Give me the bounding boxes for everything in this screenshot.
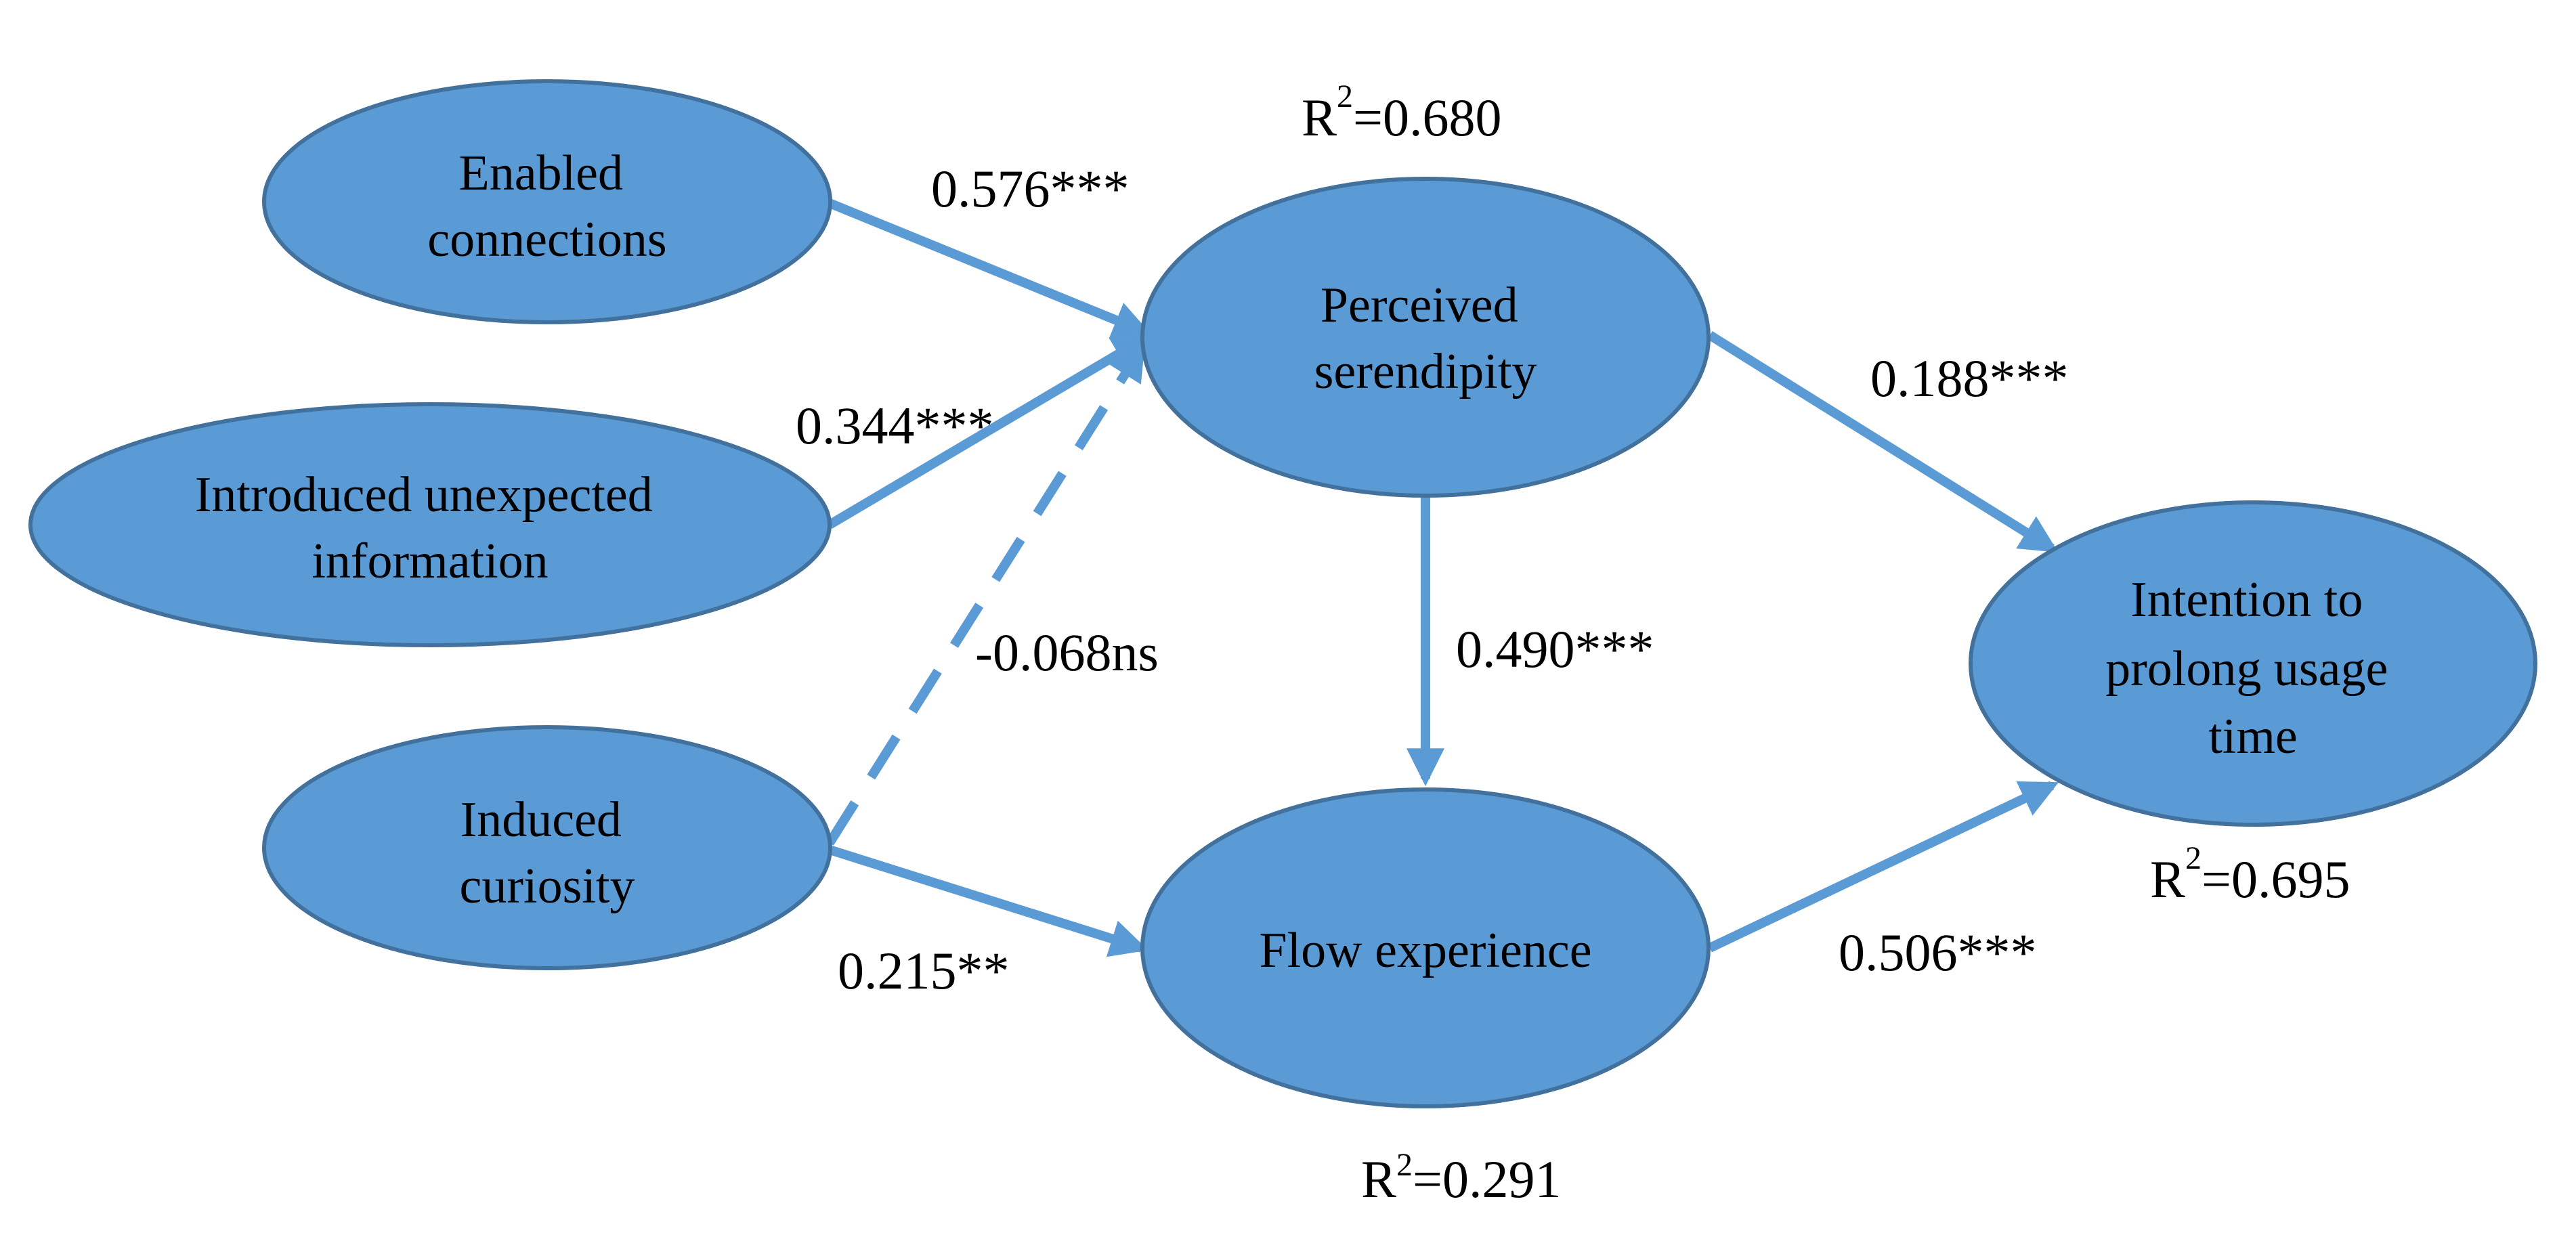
node-label-line: Induced <box>460 792 622 848</box>
r2-flow-experience: R2=0.291 <box>1361 1147 1562 1209</box>
svg-text:Flow experience: Flow experience <box>1259 923 1591 978</box>
node-induced-curiosity: Induced curiosity <box>262 725 832 970</box>
edge-label-ic-ps: -0.068ns <box>975 623 1159 682</box>
node-shape <box>28 402 832 647</box>
node-label-line: Intention to <box>2130 572 2363 628</box>
node-label-line: Enabled <box>459 146 623 201</box>
node-flow-experience: Flow experience <box>1140 787 1711 1108</box>
node-enabled-connections: Enabled connections <box>262 79 832 324</box>
edge-fe-ip <box>1707 781 2059 953</box>
node-label-line: Flow experience <box>1259 923 1591 978</box>
svg-text:Intention to prolong usa: Intention to prolong usage time <box>2105 572 2401 764</box>
node-label-line: time <box>2208 709 2298 764</box>
node-shape <box>262 725 832 970</box>
edge-label-fe-ip: 0.506*** <box>1839 923 2037 982</box>
node-shape <box>1969 500 2537 827</box>
edge-labels: 0.576*** 0.344*** -0.068ns 0.215** 0.490… <box>796 159 2069 1000</box>
edge-ec-ps <box>828 198 1152 338</box>
svg-text:Enabled connections: Enabled connections <box>427 146 666 267</box>
r2-intention-to-prolong-usage-time: R2=0.695 <box>2150 840 2350 909</box>
svg-text:Induced curiosity: Induced curiosity <box>460 792 635 914</box>
node-label-line: curiosity <box>460 859 635 914</box>
r-squared-labels: R2=0.680 R2=0.291 R2=0.695 <box>1302 79 2350 1209</box>
node-shape <box>1140 787 1711 1108</box>
svg-text:Introduced unexpected in: Introduced unexpected information <box>195 467 665 589</box>
node-shape <box>262 79 832 324</box>
r2-perceived-serendipity: R2=0.680 <box>1302 79 1502 147</box>
node-label-line: Introduced unexpected <box>195 467 653 523</box>
edge-ic-fe <box>828 845 1149 957</box>
node-label-line: connections <box>427 212 666 267</box>
node-label-line: serendipity <box>1314 344 1537 399</box>
node-shape <box>1140 177 1711 498</box>
edges <box>825 198 2059 957</box>
edge-label-ps-fe: 0.490*** <box>1456 620 1654 678</box>
edge-ps-ip <box>1707 331 2059 552</box>
edge-ic-ps-dashed <box>825 342 1145 846</box>
node-label-line: Perceived <box>1321 278 1518 333</box>
edge-label-ic-fe: 0.215** <box>838 941 1010 1000</box>
edge-iui-ps <box>827 334 1151 529</box>
node-label-line: prolong usage <box>2105 641 2388 697</box>
svg-text:Perceived serendipity: Perceived serendipity <box>1314 278 1537 399</box>
node-label-line: information <box>312 534 548 589</box>
edge-label-ps-ip: 0.188*** <box>1870 349 2069 408</box>
node-introduced-unexpected-information: Introduced unexpected information <box>28 402 832 647</box>
edge-label-iui-ps: 0.344*** <box>796 396 994 455</box>
node-perceived-serendipity: Perceived serendipity <box>1140 177 1711 498</box>
edge-label-ec-ps: 0.576*** <box>931 159 1130 218</box>
node-intention-to-prolong-usage-time: Intention to prolong usage time <box>1969 500 2537 827</box>
